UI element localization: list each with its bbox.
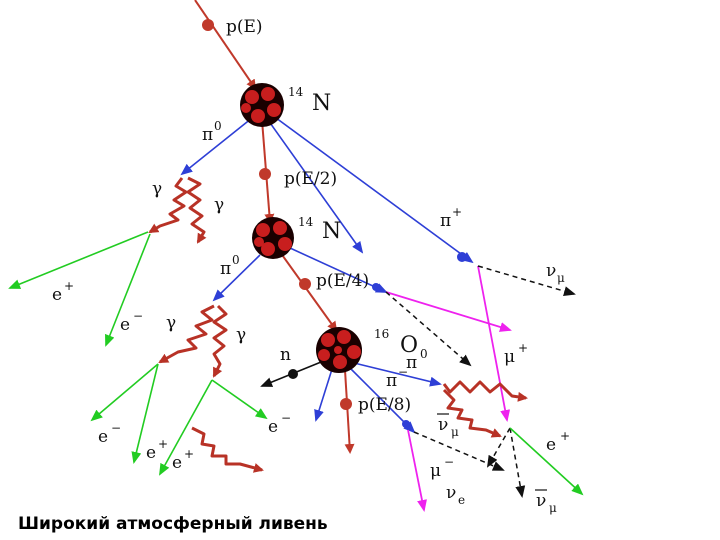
label-nu-mu-top-sub: μ — [557, 271, 565, 285]
label-e-minus-mid-sup: − — [281, 411, 291, 425]
pion-e4-dot — [372, 283, 380, 291]
label-n14-top-mass: 14 — [288, 85, 304, 99]
nucleus-n14-top — [240, 83, 284, 127]
label-e-minus-low-sup: − — [111, 421, 121, 435]
diagram-caption: Широкий атмосферный ливень — [18, 514, 328, 534]
pi-minus-dot — [402, 420, 410, 428]
mu-plus-line-1 — [478, 266, 507, 420]
label-nu-mu-top: ν — [546, 261, 556, 281]
mu-plus-line-2 — [386, 292, 510, 330]
label-pi0-top: π — [202, 125, 213, 145]
nucleus-n14-mid — [252, 217, 294, 259]
label-e-plus-left: e — [52, 285, 62, 305]
proton-e4-dot — [299, 278, 311, 290]
label-nu-e-sub: e — [458, 493, 465, 507]
proton-e2-dot — [259, 168, 271, 180]
label-pi-plus: π — [440, 211, 451, 231]
label-pi-minus: π — [386, 371, 397, 391]
gamma-low-line-1 — [444, 382, 526, 398]
label-gamma-b: γ — [214, 195, 224, 215]
label-p-e4: p(E/4) — [316, 271, 369, 291]
label-e-plus-low1: e — [146, 443, 156, 463]
pi-plus-dot — [457, 252, 467, 262]
label-gamma-d: γ — [236, 325, 246, 345]
label-e-plus-right-sup: + — [560, 429, 570, 443]
label-pi0-low-sup: 0 — [420, 347, 428, 361]
label-gamma-c: γ — [166, 313, 176, 333]
gamma-low-line-3 — [192, 428, 262, 470]
nucleus-o16 — [316, 327, 362, 373]
e-plus-left-line — [10, 232, 148, 288]
label-p-e2: p(E/2) — [284, 169, 337, 189]
label-p-e: p(E) — [226, 17, 263, 37]
label-e-plus-left-sup: + — [64, 279, 74, 293]
label-pi-minus-sup: − — [398, 365, 408, 379]
label-o16-mass: 16 — [374, 327, 389, 341]
label-e-plus-low1-sup: + — [158, 437, 168, 451]
label-mu-plus: μ — [504, 347, 515, 367]
label-n-mid: N — [322, 219, 341, 244]
proton-primary-dot — [202, 19, 214, 31]
label-e-plus-low2-sup: + — [184, 447, 194, 461]
proton-e8-line — [345, 370, 350, 452]
label-anti-nu-mu-mid: ν — [438, 415, 448, 435]
label-nu-e: ν — [446, 483, 456, 503]
proton-e8-dot — [340, 398, 352, 410]
label-pi-plus-sup: + — [452, 205, 462, 219]
label-e-minus-left-sup: − — [133, 309, 143, 323]
label-e-plus-low2: e — [172, 453, 182, 473]
label-mu-minus-sup: − — [444, 455, 454, 469]
label-gamma-a: γ — [152, 179, 162, 199]
proton-e4-line — [280, 252, 336, 330]
label-pi0-top-sup: 0 — [214, 119, 222, 133]
label-mu-minus: μ — [430, 461, 441, 481]
label-anti-nu-mu-mid-sub: μ — [451, 425, 459, 439]
label-neutron: n — [280, 345, 291, 365]
neutron-dot — [288, 369, 298, 379]
e-low-right-line — [212, 380, 266, 418]
label-pi0-mid-sup: 0 — [232, 253, 240, 267]
label-pi0-mid: π — [220, 259, 231, 279]
label-n-top: N — [312, 91, 331, 116]
pion-low-left-line — [316, 366, 333, 420]
label-e-minus-left: e — [120, 315, 130, 335]
gamma-d-line — [214, 306, 226, 376]
e-minus-low-line — [92, 364, 158, 420]
label-mu-plus-sup: + — [518, 341, 528, 355]
gamma-b-line — [188, 178, 204, 242]
label-n14-mid-mass: 14 — [298, 215, 314, 229]
label-e-plus-right: e — [546, 435, 556, 455]
nu-dashed-mid-line — [386, 292, 470, 365]
label-p-e8: p(E/8) — [358, 395, 411, 415]
label-e-minus-mid: e — [268, 417, 278, 437]
label-anti-nu-mu-low: ν — [536, 491, 546, 511]
label-e-minus-low: e — [98, 427, 108, 447]
label-anti-nu-mu-low-sub: μ — [549, 501, 557, 515]
neutron-track — [262, 360, 326, 386]
proton-primary-line — [195, 0, 255, 88]
mu-minus-line — [408, 430, 424, 510]
